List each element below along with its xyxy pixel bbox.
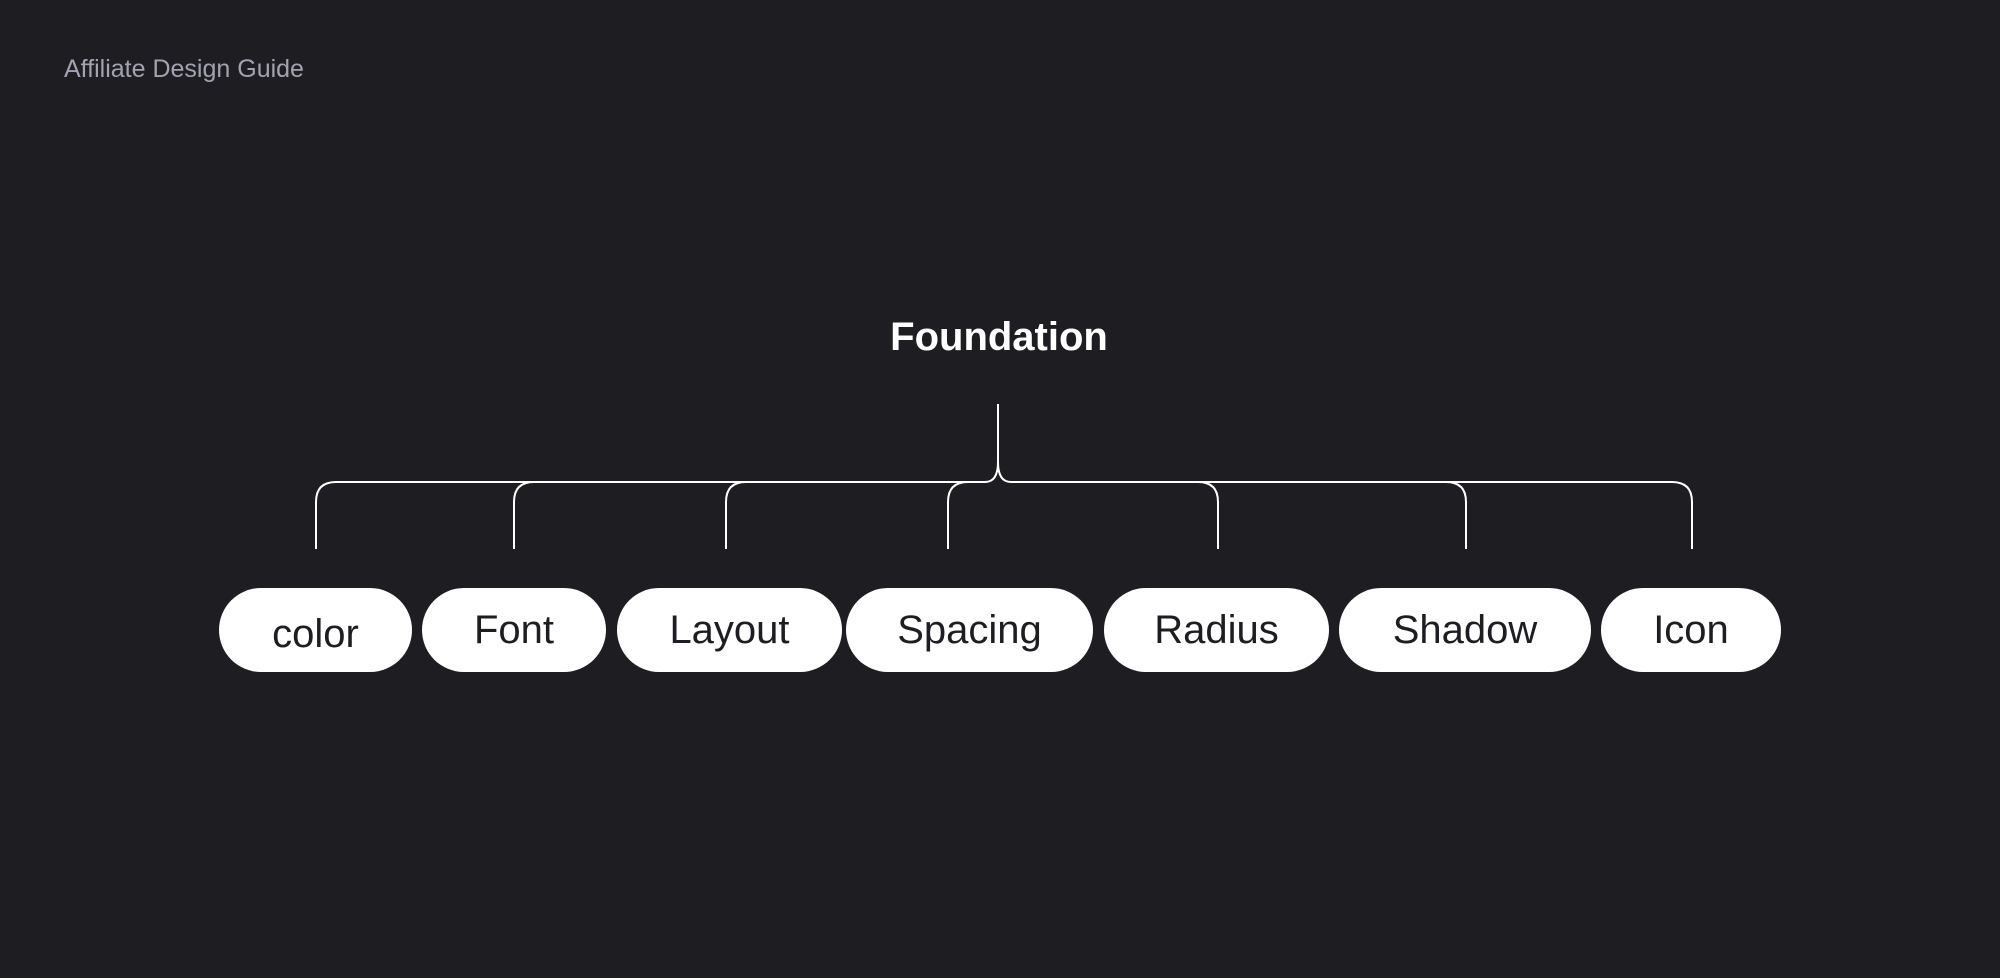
node-icon: Icon [1601, 588, 1781, 672]
connector-branch-layout [725, 481, 747, 549]
node-radius-label: Radius [1154, 608, 1279, 652]
node-font: Font [422, 588, 606, 672]
node-color-label: color [272, 612, 359, 656]
node-shadow: Shadow [1339, 588, 1591, 672]
connector-trunk [984, 404, 1012, 483]
connector-branch-font [513, 481, 535, 549]
node-spacing-label: Spacing [897, 608, 1042, 652]
node-layout: Layout [617, 588, 842, 672]
connector-branch-icon [1671, 481, 1693, 549]
root-node-foundation: Foundation [890, 315, 1108, 359]
node-radius: Radius [1104, 588, 1329, 672]
connector-branch-spacing [947, 481, 969, 549]
node-font-label: Font [473, 608, 555, 652]
guide-label: Affiliate Design Guide [64, 55, 304, 83]
node-layout-label: Layout [669, 608, 790, 652]
node-color: color [219, 588, 412, 672]
connector-branch-shadow [1445, 481, 1467, 549]
node-spacing: Spacing [846, 588, 1093, 672]
node-icon-label: Icon [1653, 608, 1729, 652]
node-shadow-label: Shadow [1392, 608, 1538, 652]
connector-branch-color [315, 481, 337, 549]
connector-branch-radius [1197, 481, 1219, 549]
